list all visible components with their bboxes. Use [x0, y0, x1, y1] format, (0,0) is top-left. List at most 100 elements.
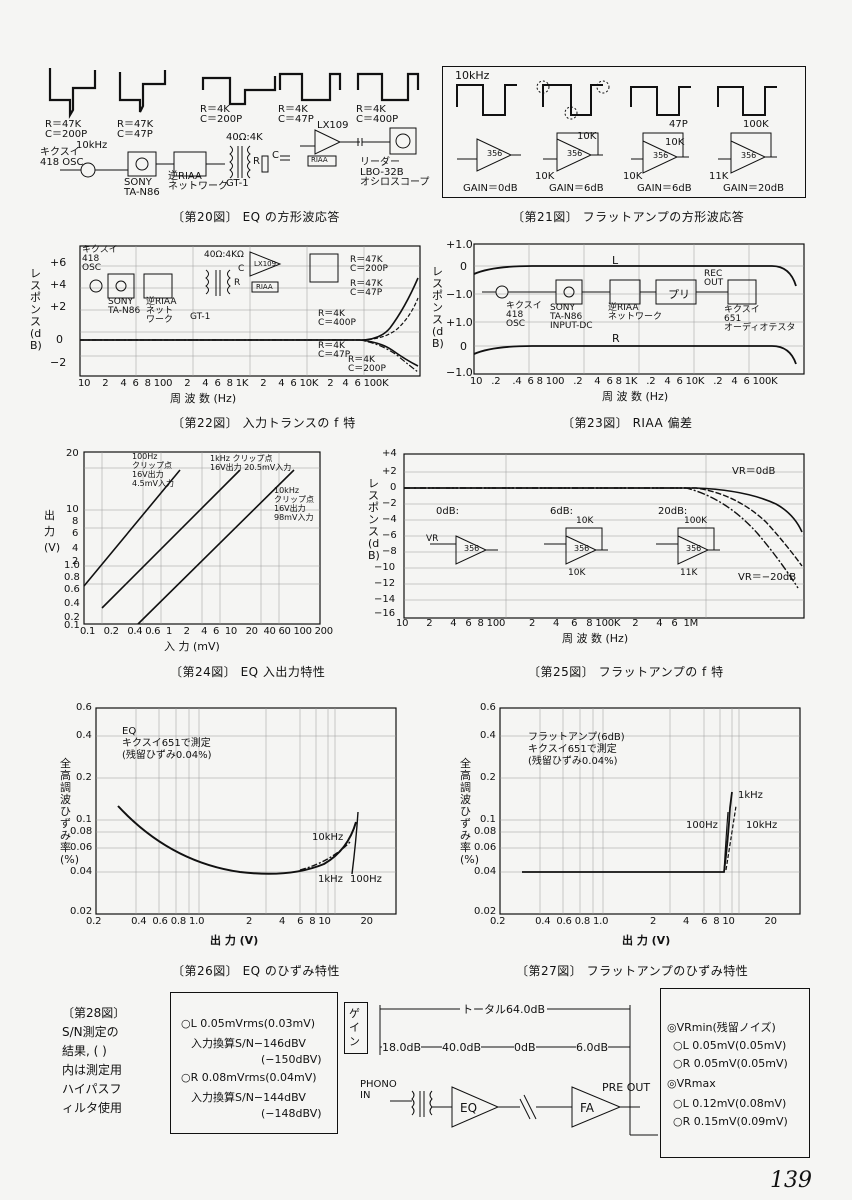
fig25-legend-0db: 0dB: — [436, 506, 459, 517]
fig22-xtick-1: 2 — [102, 378, 109, 389]
fig25-xtick-10: 100K — [595, 618, 621, 629]
fig27-curve-10khz — [725, 805, 737, 871]
fig24-xtick-8: 10 — [224, 626, 237, 637]
fig21-gain-3: GAIN＝6dB — [637, 183, 692, 194]
fig22-xtick-13: 6 — [290, 378, 297, 389]
fig25-vr-a: VR — [426, 534, 439, 544]
fig28-total: トータル64.0dB — [460, 1001, 548, 1017]
fig25-ic-b: 356 — [574, 544, 590, 553]
fig25-xtick-12: 4 — [656, 618, 663, 629]
fig27-ytick-2: 0.2 — [480, 772, 496, 783]
fig28-left-1: 入力換算S/N−146dBV — [191, 1037, 306, 1050]
fig23-ylabel: レスポンス (dB) — [432, 265, 444, 350]
fig28-right-2: ○R 0.05mV(0.05mV) — [673, 1057, 788, 1070]
fig25-r10k-a: 10K — [576, 516, 594, 526]
fig25-ytick-7: −10 — [374, 562, 396, 573]
fig25-xtick-13: 6 — [671, 618, 678, 629]
fig22-amp: SONY TA-N86 — [108, 297, 141, 316]
fig22-xtick-4: 8 — [144, 378, 151, 389]
fig22-curve-label-3: R＝4K C＝400P — [318, 309, 356, 328]
fig23-curve-R — [473, 345, 797, 365]
fig20-cond-2: R＝47K C＝47P — [117, 119, 154, 140]
figure-26: 全高調波ひずみ率 (%) 出 力 (V) 0.6 0.4 0.2 0.1 0.0… — [60, 702, 400, 947]
fig26-xtick-4: 1.0 — [188, 916, 205, 927]
fig25-xtick-14: 1M — [683, 618, 699, 629]
fig27-ytick-5: 0.06 — [474, 842, 497, 853]
fig23-channel-L: L — [612, 254, 619, 267]
fig22-curve-label-1: R＝47K C＝200P — [350, 255, 388, 274]
fig27-xtick-4: 1.0 — [592, 916, 609, 927]
fig24-ytick-6: 1.0 — [64, 560, 80, 571]
fig27-xtick-8: 8 — [713, 916, 720, 927]
fig24-note-100hz: 100Hz クリップ点 16V出力 4.5mV入力 — [132, 452, 174, 488]
square-wave-21d — [717, 86, 777, 116]
fig27-xlabel: 出 力 (V) — [622, 934, 671, 947]
fig20-osc: キクスイ 418 OSC — [40, 147, 84, 168]
figure-25: レスポンス (dB) 周 波 数 (Hz) +4 +2 0 −2 −4 −6 −… — [366, 448, 812, 648]
fig20-cond-5: R＝4K C＝400P — [356, 104, 399, 125]
fig22-xtick-15: 2 — [327, 378, 334, 389]
fig27-ytick-7: 0.02 — [474, 906, 497, 917]
fig27-ytick-4: 0.08 — [474, 826, 497, 837]
fig28-right-4: ○L 0.12mV(0.08mV) — [673, 1097, 787, 1110]
fig25-chart — [403, 453, 805, 619]
fig26-ytick-6: 0.04 — [70, 866, 93, 877]
fig27-xtick-7: 6 — [701, 916, 708, 927]
fig22-xtick-3: 6 — [132, 378, 139, 389]
fig27-ytick-6: 0.04 — [474, 866, 497, 877]
fig22-curve-4 — [80, 339, 419, 373]
fig23-osc: キクスイ 418 OSC — [506, 301, 542, 329]
fig25-xtick-9: 8 — [586, 618, 593, 629]
fig28-caption: 〔第28図〕 S/N測定の 結果, ( ) 内は測定用 ハイパスフ ィルタ使用 — [62, 1006, 126, 1115]
fig24-line-100hz — [83, 469, 181, 587]
fig27-ytick-3: 0.1 — [480, 814, 496, 825]
fig26-ytick-1: 0.4 — [76, 730, 92, 741]
fig22-riaa: 逆RIAA ネット ワーク — [146, 297, 177, 325]
fig25-ytick-10: −16 — [374, 608, 396, 619]
fig22-xtick-0: 10 — [78, 378, 91, 389]
fig28-diagram: トータル64.0dB 18.0dB 40.0dB 0dB 6.0dB PHONO… — [340, 995, 670, 1155]
fig28-right-box: ◎VRmin(残留ノイズ) ○L 0.05mV(0.05mV) ○R 0.05m… — [660, 988, 810, 1158]
fig21-freq: 10kHz — [455, 69, 490, 82]
fig26-curve-100hz — [351, 811, 359, 875]
fig22-c: C — [238, 264, 245, 274]
fig28-left-0: ○L 0.05mVrms(0.03mV) — [181, 1017, 316, 1030]
fig23-xtick-9: 8 — [615, 376, 622, 387]
fig22-r: R — [234, 278, 241, 288]
fig24-xlabel: 入 力 (mV) — [164, 640, 220, 653]
fig27-caption: 〔第27図〕 フラットアンプのひずみ特性 — [516, 964, 749, 978]
fig24-xtick-13: 200 — [314, 626, 333, 637]
fig23-xtick-0: 10 — [470, 376, 483, 387]
fig22-xtick-10: 1K — [235, 378, 249, 389]
fig21-rf-4: 100K — [743, 119, 769, 130]
fig25-vr0: VR＝0dB — [732, 466, 776, 477]
fig27-ylabel: 全高調波ひずみ率 (%) — [460, 757, 480, 866]
fig25-ytick-0: +4 — [382, 448, 397, 459]
fig22-osc: キクスイ 418 OSC — [82, 245, 118, 273]
fig22-xtick-7: 4 — [202, 378, 209, 389]
fig20-trans: 40Ω:4K — [226, 132, 263, 143]
fig22-curve-3 — [80, 339, 419, 367]
fig20-osc-freq: 10kHz — [76, 140, 108, 151]
square-wave-4 — [278, 72, 342, 102]
fig20-scope: リーダー LBO-32B オシロスコープ — [360, 157, 430, 188]
square-wave-3 — [201, 76, 277, 106]
fig21-cf-3: 47P — [669, 119, 688, 130]
fig25-curve-20db — [404, 487, 799, 589]
fig23-xtick-11: .2 — [646, 376, 656, 387]
fig27-label-1khz: 1kHz — [738, 790, 763, 801]
fig25-curve-6db — [404, 487, 803, 567]
fig20-riaa-small: RIAA — [311, 156, 328, 164]
fig25-xlabel: 周 波 数 (Hz) — [562, 632, 629, 645]
fig26-xtick-7: 6 — [297, 916, 304, 927]
fig25-r11k: 11K — [680, 568, 698, 578]
fig22-xtick-11: 2 — [260, 378, 267, 389]
fig23-ytick-2: −1.0 — [446, 288, 473, 301]
fig28-right-1: ○L 0.05mV(0.05mV) — [673, 1039, 787, 1052]
fig26-xtick-8: 8 — [309, 916, 316, 927]
fig25-ytick-3: −2 — [382, 498, 397, 509]
fig26-xtick-9: 10 — [318, 916, 331, 927]
fig27-xtick-1: 0.4 — [535, 916, 551, 927]
fig24-xtick-7: 6 — [212, 626, 220, 637]
fig24-ytick-0: 20 — [66, 448, 79, 459]
